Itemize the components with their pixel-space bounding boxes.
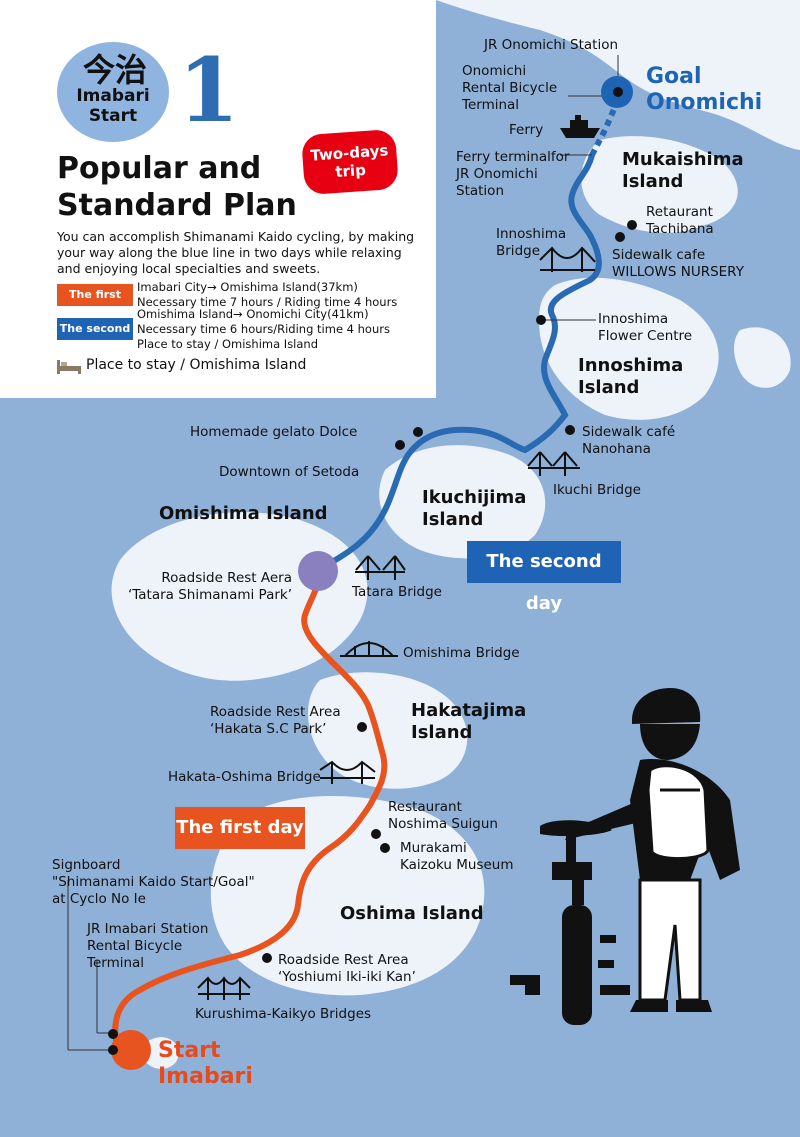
ferry-icon <box>560 115 600 138</box>
plan-title: Popular and Standard Plan <box>57 151 297 223</box>
label-onomichi-rental: Onomichi Rental Bicycle Terminal <box>462 63 558 113</box>
hakata-oshima-bridge-icon <box>319 760 376 784</box>
island-hakatajima: Hakatajima Island <box>411 700 527 743</box>
plan-info-panel: 今治 Imabari Start 1 Two-days trip Popular… <box>0 0 436 398</box>
small-island-east <box>734 327 791 388</box>
bed-icon <box>57 360 81 374</box>
label-tatara-park: Roadside Rest Aera ‘Tatara Shimanami Par… <box>127 570 292 603</box>
plan-number: 1 <box>178 38 240 142</box>
label-willows: Sidewalk cafe WILLOWS NURSERY <box>612 247 744 280</box>
first-day-tag: The first day <box>57 284 133 323</box>
second-day-route <box>315 152 602 573</box>
point-yoshiumi <box>262 953 272 963</box>
first-day-route <box>112 569 388 1053</box>
helmet <box>632 688 701 724</box>
label-yoshiumi: Roadside Rest Area ‘Yoshiumi Iki-iki Kan… <box>278 952 416 985</box>
label-kurushima-bridge: Kurushima-Kaikyo Bridges <box>195 1006 372 1022</box>
omishima-bridge-icon <box>340 641 398 657</box>
label-setoda: Downtown of Setoda <box>219 464 360 480</box>
point-tachibana <box>627 220 637 230</box>
label-jr-onomichi: JR Onomichi Station <box>484 37 619 53</box>
label-ferry-terminal: Ferry terminalfor JR Onomichi Station <box>456 149 570 199</box>
first-day-info: Imabari City→ Omishima Island(37km) Nece… <box>137 280 398 309</box>
start-marker <box>111 1030 151 1070</box>
point-nanohana <box>565 425 575 435</box>
point-willows <box>615 232 625 242</box>
cyclist-illustration <box>510 688 740 1025</box>
point-innoshima-flower <box>536 315 546 325</box>
label-ikuchi-bridge: Ikuchi Bridge <box>553 482 641 498</box>
label-ferry: Ferry <box>509 122 544 138</box>
island-innoshima: Innoshima Island <box>578 355 684 398</box>
label-omishima-bridge: Omishima Bridge <box>403 645 520 661</box>
leader-lines <box>67 55 619 1051</box>
label-signboard: Signboard "Shimanami Kaido Start/Goal" a… <box>52 857 255 907</box>
second-day-tag: The second day <box>57 318 133 357</box>
point-murakami <box>380 843 390 853</box>
goal-marker-dot <box>613 87 623 97</box>
second-day-banner: The second day <box>467 541 621 614</box>
island-oshima: Oshima Island <box>340 903 484 924</box>
head <box>640 724 700 760</box>
two-days-trip-tag: Two-days trip <box>301 128 399 196</box>
imabari-start-badge <box>57 42 169 142</box>
start-marker-dot-2 <box>108 1045 118 1055</box>
ikuchi-bridge-icon <box>527 451 580 476</box>
bicycle <box>510 820 630 1025</box>
stay-marker <box>298 551 338 591</box>
tatara-bridge-icon <box>355 555 406 580</box>
innoshima-bridge-icon <box>539 246 596 272</box>
bridge-icons <box>197 246 596 1000</box>
point-dolce <box>413 427 423 437</box>
innoshima-land <box>538 277 719 420</box>
label-noshima: Restaurant Noshima Suigun <box>388 799 498 832</box>
mainland-north <box>436 0 800 150</box>
label-innoshima-bridge: Innoshima Bridge <box>496 226 567 259</box>
label-hakata-sc: Roadside Rest Area ‘Hakata S.C Park’ <box>210 704 341 737</box>
small-island-west <box>141 1037 179 1069</box>
shoes <box>630 1000 712 1012</box>
plan-description: You can accomplish Shimanami Kaido cycli… <box>57 229 415 276</box>
omishima-land <box>111 512 368 681</box>
second-day-info: Omishima Island→ Onomichi City(41km) Nec… <box>137 307 390 351</box>
label-innoshima-flower: Innoshima Flower Centre <box>598 311 693 344</box>
badge-kanji: 今治 <box>82 51 147 89</box>
island-mukaishima: Mukaishima Island <box>622 149 744 192</box>
hakatajima-land <box>308 672 468 789</box>
label-jr-imabari: JR Imabari Station Rental Bicycle Termin… <box>87 921 209 971</box>
kurushima-bridge-icon <box>197 976 251 1000</box>
label-tatara-bridge: Tatara Bridge <box>352 584 442 600</box>
point-hakata-sc <box>357 722 367 732</box>
island-omishima: Omishima Island <box>159 503 328 524</box>
start-label: Start Imabari <box>158 1038 253 1089</box>
label-dolce: Homemade gelato Dolce <box>190 424 358 440</box>
ikuchijima-land <box>379 445 546 559</box>
backpack <box>646 764 710 861</box>
point-noshima <box>371 829 381 839</box>
label-tachibana: Retaurant Tachibana <box>646 204 714 237</box>
start-marker-dot-1 <box>108 1029 118 1039</box>
island-ikuchijima: Ikuchijima Island <box>422 487 527 530</box>
mukaishima-land <box>581 136 738 233</box>
goal-label: Goal Onomichi <box>646 64 763 115</box>
badge-text: Imabari Start <box>76 86 150 126</box>
place-to-stay-label: Place to stay / Omishima Island <box>86 357 307 373</box>
label-hakata-oshima-bridge: Hakata-Oshima Bridge <box>168 769 321 785</box>
label-murakami: Murakami Kaizoku Museum <box>400 840 514 873</box>
first-day-banner: The first day <box>175 807 305 849</box>
label-nanohana: Sidewalk café Nanohana <box>582 424 676 457</box>
point-setoda <box>395 440 405 450</box>
second-day-route-ferry <box>589 98 621 157</box>
map-points <box>262 220 637 963</box>
